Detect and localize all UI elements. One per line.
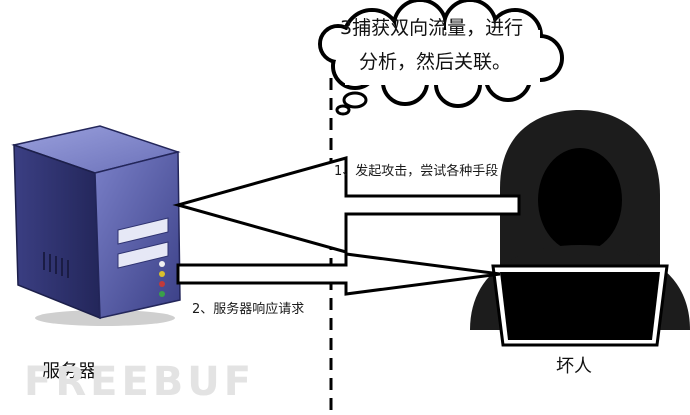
response-arrow	[176, 252, 501, 296]
freebuf-watermark: FREEBUF	[24, 359, 256, 405]
attacker-icon	[470, 110, 690, 347]
thought-trail-dots	[335, 91, 368, 116]
server-icon	[11, 125, 181, 326]
attacker-label: 坏人	[556, 356, 592, 377]
thought-bubble-line-1: 3捕获双向流量，进行	[340, 17, 524, 39]
attack-arrow	[172, 156, 521, 254]
thought-bubble-line-2: 分析，然后关联。	[359, 51, 512, 73]
attack-arrow-label: 1、发起攻击，尝试各种手段	[334, 164, 499, 179]
server-label: 服务器	[42, 361, 96, 382]
response-arrow-label: 2、服务器响应请求	[192, 302, 305, 317]
thought-bubble	[318, 0, 564, 116]
